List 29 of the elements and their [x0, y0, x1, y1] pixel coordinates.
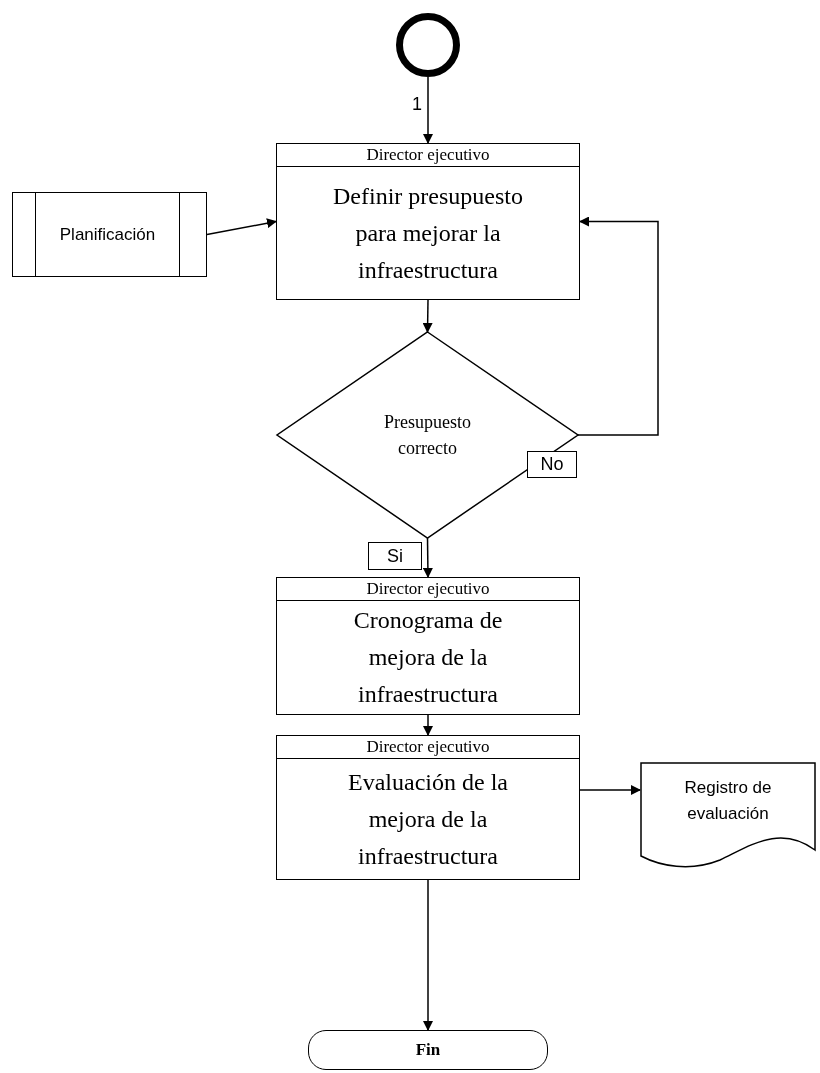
arrow: [423, 714, 433, 736]
predefined-process-box: [12, 192, 207, 277]
edge-label: No: [527, 451, 577, 478]
arrow: [577, 216, 659, 436]
document-shape: [640, 762, 816, 870]
arrow: [579, 785, 641, 795]
terminal-box: [308, 1030, 548, 1070]
connector-number: 1: [412, 94, 422, 114]
process-text: Definir presupuesto para mejorar la infraestructura: [332, 181, 524, 285]
process-box: [276, 577, 580, 715]
terminal-text: Fin: [415, 1040, 441, 1060]
process-box: [276, 143, 580, 300]
role-header: Director ejecutivo: [277, 736, 579, 759]
process-box: [276, 735, 580, 880]
process-text: Evaluación de la mejora de la infraestructura: [347, 767, 509, 871]
role-header: Director ejecutivo: [277, 144, 579, 167]
arrow: [206, 218, 277, 236]
process-text: Planificación: [59, 224, 156, 245]
arrow: [423, 76, 433, 144]
arrow: [422, 299, 433, 333]
arrow: [422, 537, 433, 578]
document-text: Registro de evaluación: [683, 777, 773, 825]
decision-text: Presupuesto correcto: [383, 411, 472, 460]
start-circle: [396, 13, 460, 77]
process-text: Cronograma de mejora de la infraestructura: [352, 606, 504, 709]
arrow: [423, 879, 433, 1031]
role-header: Director ejecutivo: [277, 578, 579, 601]
decision-diamond: [277, 332, 578, 538]
edge-label: Si: [368, 542, 422, 570]
